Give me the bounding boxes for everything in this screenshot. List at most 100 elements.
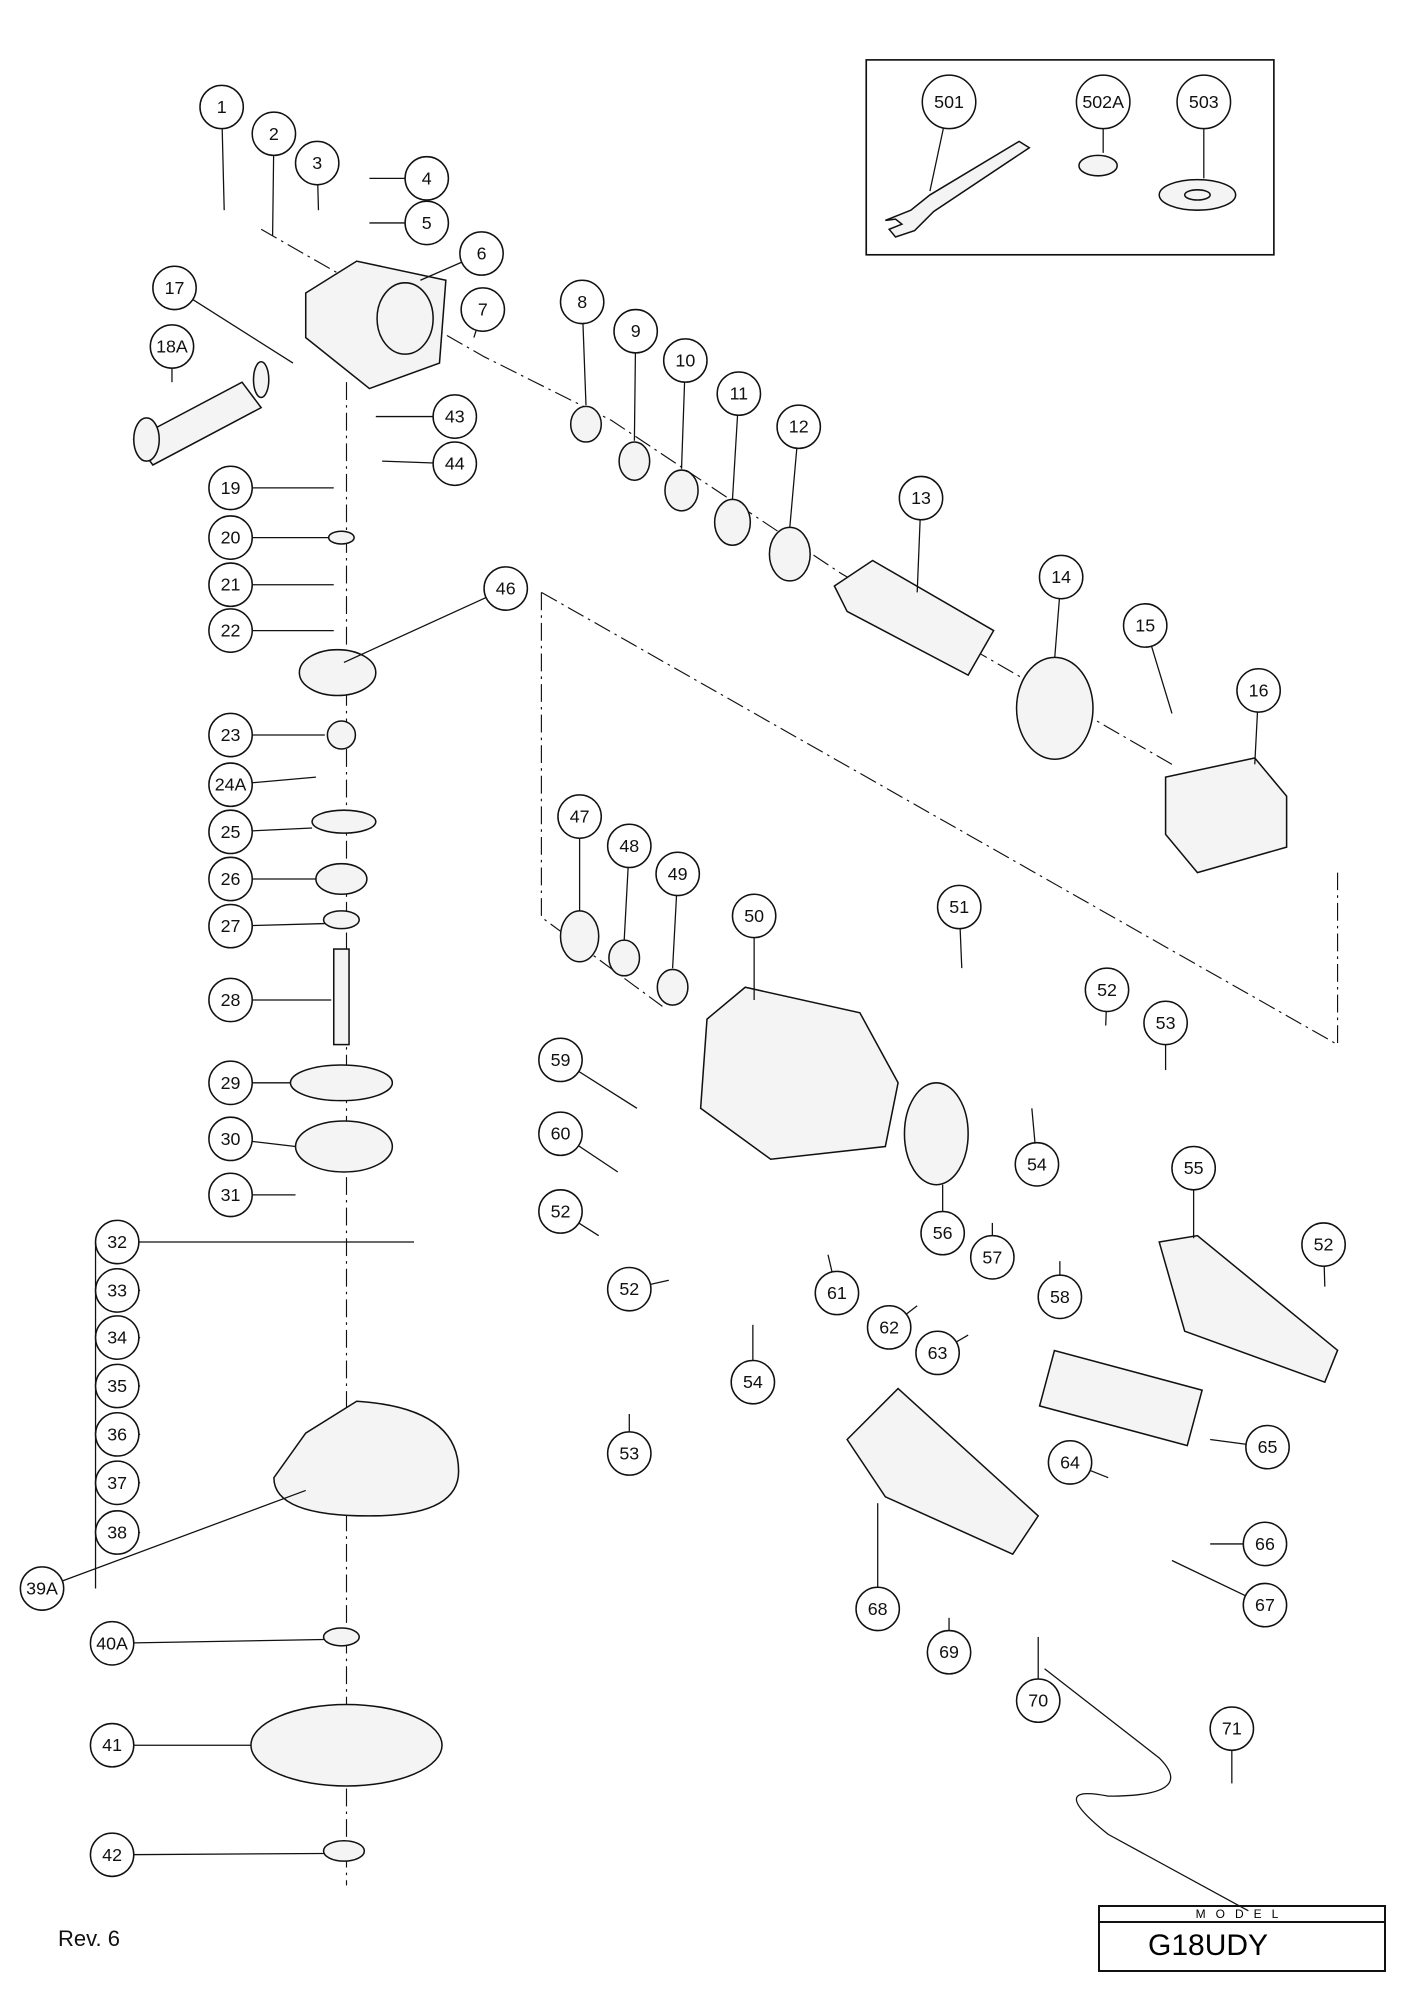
callout-number: 15 xyxy=(1135,615,1155,635)
part-callout-56: 56 xyxy=(920,1210,966,1256)
part-callout-25: 25 xyxy=(208,809,253,855)
callout-number: 64 xyxy=(1060,1452,1080,1472)
stator-part xyxy=(1164,757,1288,874)
part-callout-34: 34 xyxy=(94,1315,140,1360)
callout-number: 7 xyxy=(478,300,488,320)
part-callout-11: 11 xyxy=(716,371,762,417)
callout-number: 70 xyxy=(1028,1691,1048,1711)
wrench-part xyxy=(885,140,1031,238)
callout-number: 68 xyxy=(868,1599,888,1619)
model-name: G18UDY xyxy=(1148,1929,1269,1962)
parts-drawings xyxy=(94,59,1339,1912)
part-callout-54: 54 xyxy=(1014,1141,1060,1187)
part-callout-43: 43 xyxy=(432,394,478,439)
part-callout-48: 48 xyxy=(606,823,652,869)
callout-number: 42 xyxy=(102,1845,122,1865)
callout-number: 31 xyxy=(221,1185,241,1205)
part-callout-59: 59 xyxy=(538,1037,583,1083)
part-callout-68: 68 xyxy=(855,1586,901,1632)
part-callout-60: 60 xyxy=(538,1111,583,1157)
callout-number: 57 xyxy=(982,1247,1002,1267)
callout-number: 22 xyxy=(221,621,241,641)
part-callout-40A: 40A xyxy=(89,1620,135,1666)
callout-number: 23 xyxy=(221,725,241,745)
part-callout-21: 21 xyxy=(208,562,253,608)
flange-nut-part xyxy=(1078,154,1118,177)
part-callout-15: 15 xyxy=(1122,603,1168,648)
part-callout-28: 28 xyxy=(208,977,253,1023)
callout-number: 4 xyxy=(422,168,432,188)
part-callout-69: 69 xyxy=(926,1629,972,1675)
part-callout-37: 37 xyxy=(94,1460,140,1506)
part-callout-502A: 502A xyxy=(1075,74,1131,130)
part-callout-23: 23 xyxy=(208,712,253,758)
part-callout-52: 52 xyxy=(1084,967,1130,1013)
callout-number: 67 xyxy=(1255,1595,1275,1615)
cord-part xyxy=(1044,1668,1249,1912)
callout-number: 54 xyxy=(1027,1154,1047,1174)
part-callout-32: 32 xyxy=(94,1219,140,1265)
wheel-guard-part xyxy=(273,1400,460,1517)
callout-number: 53 xyxy=(619,1443,639,1463)
callout-number: 29 xyxy=(221,1073,241,1093)
callout-number: 48 xyxy=(619,836,639,856)
callout-number: 14 xyxy=(1051,567,1071,587)
part-callout-3: 3 xyxy=(294,140,340,186)
part-callout-27: 27 xyxy=(208,903,253,949)
callout-number: 63 xyxy=(928,1343,948,1363)
part-callout-6: 6 xyxy=(459,231,504,276)
leader-line xyxy=(343,587,506,664)
callout-number: 59 xyxy=(551,1050,571,1070)
part-callout-70: 70 xyxy=(1015,1678,1061,1724)
accessory-box xyxy=(865,59,1275,256)
callout-number: 46 xyxy=(496,579,516,599)
part-callout-57: 57 xyxy=(969,1234,1015,1280)
rear-handle-part xyxy=(1158,1234,1339,1384)
part-callout-19: 19 xyxy=(208,465,253,511)
part-callout-41: 41 xyxy=(89,1722,135,1768)
part-callout-29: 29 xyxy=(208,1060,253,1106)
callout-number: 21 xyxy=(221,575,241,595)
part-callout-2: 2 xyxy=(251,111,297,157)
part-callout-46: 46 xyxy=(483,566,529,611)
part-callout-63: 63 xyxy=(915,1330,960,1376)
callout-number: 25 xyxy=(221,822,241,842)
part-callout-55: 55 xyxy=(1171,1145,1217,1191)
revision-label: Rev. 6 xyxy=(58,1926,120,1951)
part-callout-5: 5 xyxy=(404,200,450,246)
part-callout-58: 58 xyxy=(1037,1274,1083,1320)
part-callout-67: 67 xyxy=(1242,1582,1288,1628)
callout-number: 58 xyxy=(1050,1287,1070,1307)
part-callout-13: 13 xyxy=(898,475,944,521)
sanding-disc-part xyxy=(250,1703,443,1787)
callout-number: 1 xyxy=(217,97,227,117)
part-callout-35: 35 xyxy=(94,1363,140,1409)
part-callout-20: 20 xyxy=(208,515,253,561)
part-callout-62: 62 xyxy=(866,1304,912,1350)
part-callout-52: 52 xyxy=(1301,1222,1346,1268)
callout-number: 501 xyxy=(934,92,964,112)
part-callout-503: 503 xyxy=(1176,74,1232,130)
callout-number: 61 xyxy=(827,1283,847,1303)
callout-number: 47 xyxy=(570,807,590,827)
part-callout-7: 7 xyxy=(460,287,506,332)
part-callout-36: 36 xyxy=(94,1411,140,1457)
part-callout-51: 51 xyxy=(936,884,982,930)
callout-number: 6 xyxy=(477,244,487,264)
callout-number: 9 xyxy=(631,321,641,341)
part-callout-14: 14 xyxy=(1038,554,1084,600)
part-callout-64: 64 xyxy=(1047,1439,1093,1485)
callout-number: 16 xyxy=(1249,680,1269,700)
callout-number: 52 xyxy=(1314,1235,1334,1255)
callout-number: 36 xyxy=(107,1424,127,1444)
callout-number: 52 xyxy=(1097,980,1117,1000)
callout-number: 20 xyxy=(221,528,241,548)
part-callout-71: 71 xyxy=(1209,1706,1255,1752)
callout-number: 28 xyxy=(221,990,241,1010)
part-callout-65: 65 xyxy=(1245,1424,1290,1470)
callout-number: 37 xyxy=(107,1473,127,1493)
callout-number: 41 xyxy=(102,1735,122,1755)
part-callout-18A: 18A xyxy=(149,324,195,369)
part-callout-54: 54 xyxy=(730,1359,776,1405)
